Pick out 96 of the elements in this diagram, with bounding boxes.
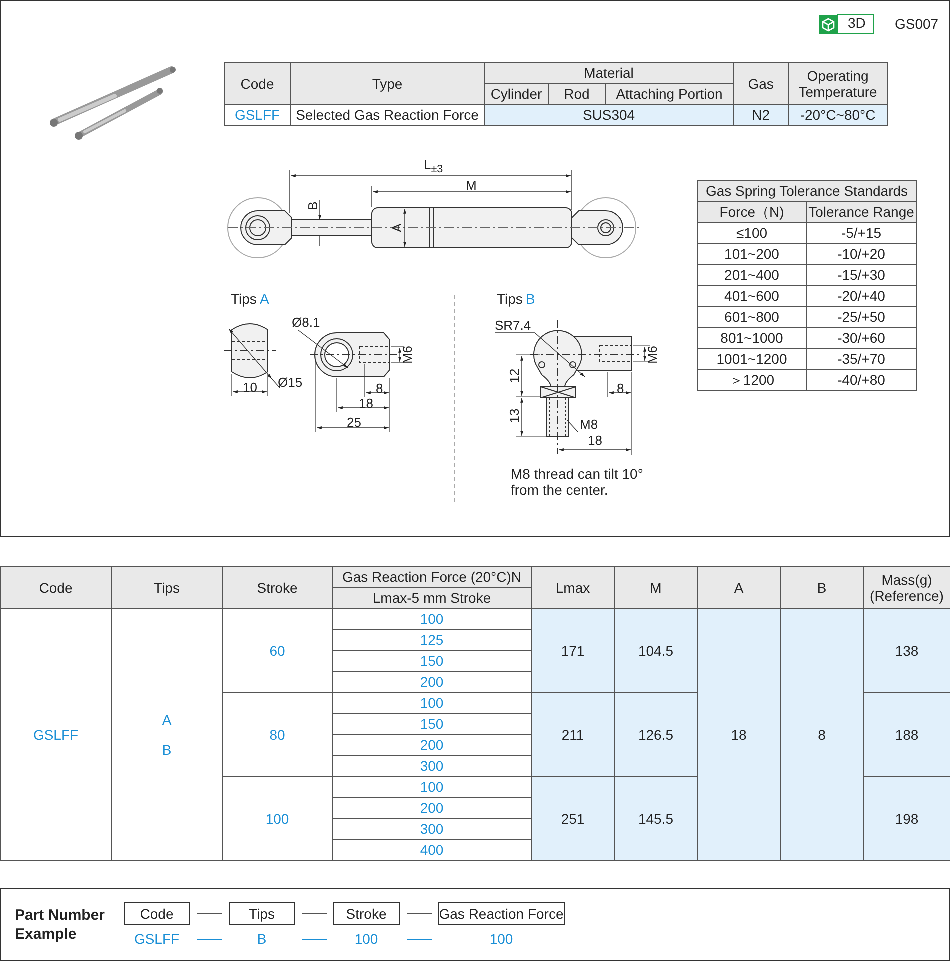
dimension-label: L$_{±3}$	[424, 158, 444, 177]
header-cell: Type	[290, 62, 484, 104]
table-cell: 601~800	[698, 306, 806, 328]
code-field: Stroke	[333, 902, 400, 925]
table-cell: 1001~1200	[698, 348, 806, 370]
code-field: Tips	[229, 902, 295, 925]
dimension-label: Ø8.1	[292, 316, 320, 330]
table-cell: 211	[532, 692, 614, 776]
table-cell: -30/+60	[806, 328, 916, 348]
code-field: Gas Reaction Force	[438, 902, 565, 925]
section-title: Part Number Example	[15, 906, 106, 944]
table-cell: 100	[332, 776, 532, 798]
tips-letter: A	[260, 292, 270, 306]
dimension-label: 10	[243, 381, 258, 395]
dimension-label: B	[306, 202, 320, 210]
badge-label: 3D	[848, 16, 866, 30]
product-code: GS007	[895, 17, 939, 31]
table-cell: GSLFF	[0, 608, 112, 860]
table-cell: -40/+80	[806, 370, 916, 390]
table-cell: 101~200	[698, 244, 806, 264]
dimension-label: M	[466, 179, 477, 193]
header-cell: Code	[224, 62, 290, 104]
header-cell: A	[698, 566, 780, 608]
table-cell: 251	[532, 776, 614, 860]
header-cell: B	[780, 566, 864, 608]
dimension-label: 8	[617, 382, 624, 396]
header-cell: Stroke	[222, 566, 332, 608]
header-cell: Lmax	[532, 566, 614, 608]
header-cell: Tips	[112, 566, 222, 608]
field-value: GSLFF	[133, 932, 181, 946]
cell-text: B	[161, 742, 173, 758]
table-cell: N2	[734, 104, 789, 126]
table-cell: 188	[864, 692, 950, 776]
header-cell: Code	[0, 566, 112, 608]
header-cell: Gas	[734, 62, 789, 104]
table-cell: 8	[780, 608, 864, 860]
table-cell: 100	[332, 608, 532, 630]
dimension-label: 12	[508, 368, 522, 384]
table-cell: -20/+40	[806, 286, 916, 306]
dimension-label: M6	[646, 346, 660, 364]
header-cell: Attaching Portion	[606, 84, 734, 104]
table-cell: 80	[222, 692, 332, 776]
table-cell: 104.5	[614, 608, 698, 692]
table-cell: -5/+15	[806, 222, 916, 244]
table-cell: ≤100	[698, 222, 806, 244]
table-cell: 126.5	[614, 692, 698, 776]
field-value: B	[256, 932, 268, 946]
table-cell: 171	[532, 608, 614, 692]
header-cell: Material	[484, 62, 734, 84]
code-field: Code	[124, 902, 190, 925]
header-cell: Force（N)	[698, 202, 806, 222]
dimension-label: M6	[401, 346, 416, 364]
table-cell: -10/+20	[806, 244, 916, 264]
cell-text: A	[161, 712, 173, 728]
tips-letter: B	[526, 292, 536, 306]
table-cell: -15/+30	[806, 264, 916, 286]
header-cell: M	[614, 566, 698, 608]
header-cell: Lmax-5 mm Stroke	[332, 588, 532, 608]
header-cell: Rod	[548, 84, 606, 104]
tips-heading: Tips	[497, 292, 523, 306]
table-cell: -35/+70	[806, 348, 916, 370]
field-value: 100	[354, 932, 380, 946]
table-cell: 138	[864, 608, 950, 692]
table-cell: -20°C~80°C	[788, 104, 888, 126]
table-cell: 18	[698, 608, 780, 860]
table-cell: -25/+50	[806, 306, 916, 328]
table-cell: 60	[222, 608, 332, 692]
dimension-label: 18	[359, 397, 374, 411]
header-cell: Operating Temperature	[788, 62, 888, 104]
dimension-label: A	[390, 224, 404, 232]
dimension-label: SR7.4	[495, 319, 532, 333]
dimension-label: Ø15	[278, 376, 303, 390]
table-cell: 100	[332, 692, 532, 714]
header-cell: Mass(g) (Reference)	[864, 566, 950, 608]
dimension-label: M8	[580, 418, 598, 432]
header-cell: Cylinder	[484, 84, 548, 104]
header-cell: Gas Spring Tolerance Standards	[698, 180, 916, 202]
table-cell: 100	[222, 776, 332, 860]
header-cell: Tolerance Range	[806, 202, 916, 222]
dimension-label: 25	[347, 416, 362, 430]
header-cell: Gas Reaction Force (20°C)N	[332, 566, 532, 588]
table-cell: GSLFF	[224, 104, 290, 126]
table-cell: 198	[864, 776, 950, 860]
dimension-label: 8	[376, 382, 384, 396]
tips-heading: Tips	[231, 292, 257, 306]
field-value: 100	[488, 932, 514, 946]
table-cell: 801~1000	[698, 328, 806, 348]
table-cell: SUS304	[484, 104, 734, 126]
table-cell: 401~600	[698, 286, 806, 306]
dimension-label: 18	[588, 434, 602, 448]
dimension-label: 13	[508, 408, 522, 424]
table-cell: Selected Gas Reaction Force	[290, 104, 484, 126]
table-cell: 201~400	[698, 264, 806, 286]
table-cell: 145.5	[614, 776, 698, 860]
table-cell: ＞1200	[698, 370, 806, 390]
note-text: M8 thread can tilt 10° from the center.	[511, 466, 644, 498]
